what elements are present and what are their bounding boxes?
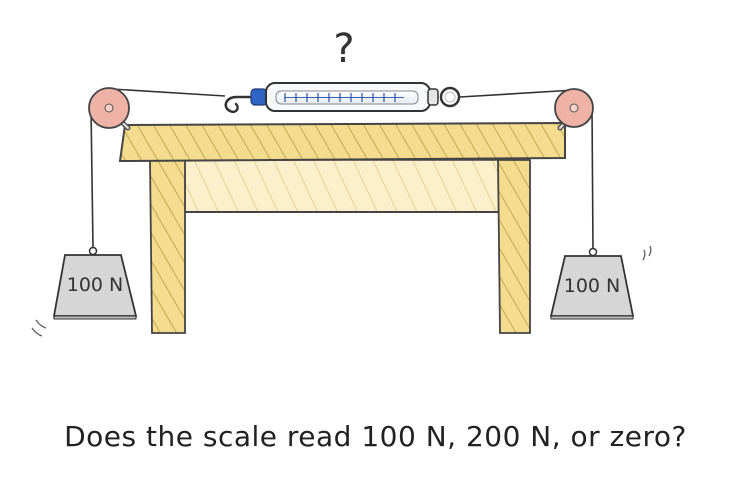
table [118, 121, 566, 334]
question-caption: Does the scale read 100 N, 200 N, or zer… [64, 420, 687, 453]
string-left-vertical [90, 107, 94, 249]
pulley-left [88, 87, 130, 129]
string-right-vertical [591, 107, 594, 250]
string-left-horizontal [111, 88, 226, 97]
weight-left: 100 N [52, 246, 138, 320]
question-mark: ? [333, 26, 354, 72]
motion-marks-right [642, 245, 652, 261]
table-underside [149, 159, 531, 213]
spring-scale [224, 82, 461, 113]
weight-right-label: 100 N [564, 275, 621, 297]
table-leg-left [149, 159, 186, 334]
strings [90, 88, 594, 250]
pulley-right [554, 88, 594, 128]
scale-hook [224, 95, 254, 113]
motion-marks-left [31, 319, 47, 337]
table-leg-right [497, 159, 531, 334]
scale-collar [427, 88, 439, 106]
scale-end-cap [250, 88, 268, 106]
string-right-horizontal [459, 89, 576, 98]
weight-right: 100 N [549, 247, 635, 320]
scale-graduations [284, 93, 404, 102]
scale-ring [439, 86, 461, 108]
table-top [118, 121, 566, 163]
weight-left-label: 100 N [67, 274, 124, 296]
